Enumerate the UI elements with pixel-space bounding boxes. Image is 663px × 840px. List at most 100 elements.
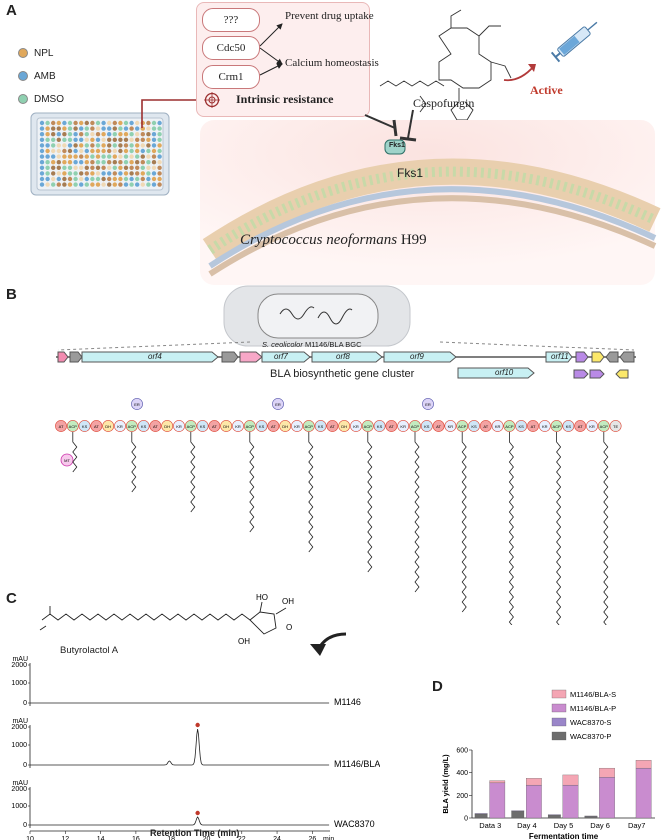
plate-well [45, 182, 50, 187]
plate-well [146, 148, 151, 154]
plate-well [84, 182, 89, 187]
plate-well [95, 148, 101, 154]
chrom-x-tick: 22 [238, 836, 246, 840]
plate-well [118, 120, 123, 126]
plate-well [62, 176, 67, 182]
streptomyces-cell [223, 285, 411, 347]
plate-well [56, 160, 61, 165]
intrinsic-resistance-label: Intrinsic resistance [236, 92, 334, 106]
pks-domain-acp [66, 420, 79, 432]
plate-well [140, 176, 145, 182]
pks-domain-label: DH [164, 424, 170, 429]
plate-well [157, 143, 162, 148]
pks-domain-label: AT [59, 424, 64, 429]
pks-domain-label: DH [223, 424, 229, 429]
pks-domain-acp [456, 420, 469, 432]
bar-m1146-bla-p [599, 777, 615, 819]
plate-well [73, 182, 78, 187]
pks-domain-ks [137, 420, 150, 432]
pks-domain-kr [397, 420, 410, 432]
plate-well [118, 154, 123, 159]
bar-m1146-bla-p [526, 784, 542, 819]
plate-well [151, 171, 157, 176]
plate-well [45, 120, 50, 126]
plate-well [90, 137, 95, 142]
plate-well [112, 137, 118, 142]
gene-orf11: orf11 [551, 352, 569, 361]
panel-d-letter: D [432, 678, 443, 695]
plate-well [112, 132, 118, 137]
plate-well [73, 165, 78, 170]
plate-well [39, 132, 45, 137]
pks-domain-label: ACP [458, 424, 467, 429]
bar-m1146-bla-s [562, 774, 579, 786]
plate-well [84, 120, 89, 126]
plate-well [123, 176, 129, 182]
plate-well [107, 171, 112, 176]
plate-well [56, 143, 61, 148]
gene-orf4: orf4 [148, 352, 162, 361]
plate-well [140, 132, 145, 137]
chrom-y-unit: mAU [12, 656, 28, 663]
plate-well [51, 137, 56, 142]
chrom-x-tick: 16 [132, 836, 140, 840]
gene-orf7: orf7 [274, 352, 288, 361]
plate-well [90, 171, 95, 176]
bar-m1146-bla-p [562, 784, 579, 819]
plate-well [56, 165, 61, 170]
plate-well [123, 143, 129, 148]
pks-domain-mt [60, 453, 74, 467]
plate-well [56, 132, 61, 137]
plate-well [140, 137, 145, 142]
compound-name: Butyrolactol A [60, 645, 119, 656]
pks-domain-acp [550, 420, 563, 432]
chrom-x-tick: 14 [97, 836, 105, 840]
pks-domain-dh [161, 420, 174, 432]
pks-domain-kr [232, 420, 244, 432]
plate-well [151, 148, 157, 154]
pks-domain-label: AT [389, 424, 394, 429]
plate-well [146, 171, 151, 176]
pks-domain-label: KR [542, 424, 548, 429]
pks-domain-label: KS [141, 424, 147, 429]
chrom-x-tick: 18 [167, 836, 175, 840]
panel-a-legend: NPL AMB DMSO [18, 42, 64, 111]
plate-well [84, 165, 89, 170]
plate-well [112, 120, 118, 126]
pks-domain-label: ACP [411, 424, 420, 429]
plate-well [51, 165, 56, 170]
plate-well [84, 160, 89, 165]
plate-well [79, 160, 84, 165]
plate-well [79, 148, 84, 154]
organism-label: Cryptococcus neoformans H99 [240, 232, 427, 248]
pks-domain-ks [562, 420, 575, 432]
legend-swatch [551, 689, 567, 699]
plate-well [112, 171, 118, 176]
active-arrow [503, 64, 536, 82]
pks-domain-label: KS [259, 424, 265, 429]
plate-well [118, 176, 123, 182]
plate-well [140, 182, 145, 187]
pks-domain-acp [409, 420, 421, 432]
plate-well [56, 126, 61, 131]
plate-well [146, 160, 151, 165]
pks-domain-label: ACP [69, 424, 78, 429]
plate-well [101, 176, 106, 182]
plate-well [112, 154, 118, 159]
plate-well [123, 154, 129, 159]
plate-well [123, 120, 129, 126]
plate-well [62, 160, 67, 165]
caspofungin-label: Caspofungin [413, 96, 475, 110]
bar-x-tick: Day 4 [517, 821, 537, 830]
pks-domain-ks [255, 420, 268, 432]
pks-domain-dh [279, 420, 292, 432]
pks-domain-ks [515, 420, 528, 432]
polyketide-chain [72, 432, 78, 473]
legend-swatch [551, 703, 567, 713]
cell-wall-illustration [200, 109, 661, 285]
effect-uptake: Prevent drug uptake [285, 10, 374, 22]
panel-b-letter: B [6, 286, 17, 303]
plate-well [101, 182, 106, 187]
